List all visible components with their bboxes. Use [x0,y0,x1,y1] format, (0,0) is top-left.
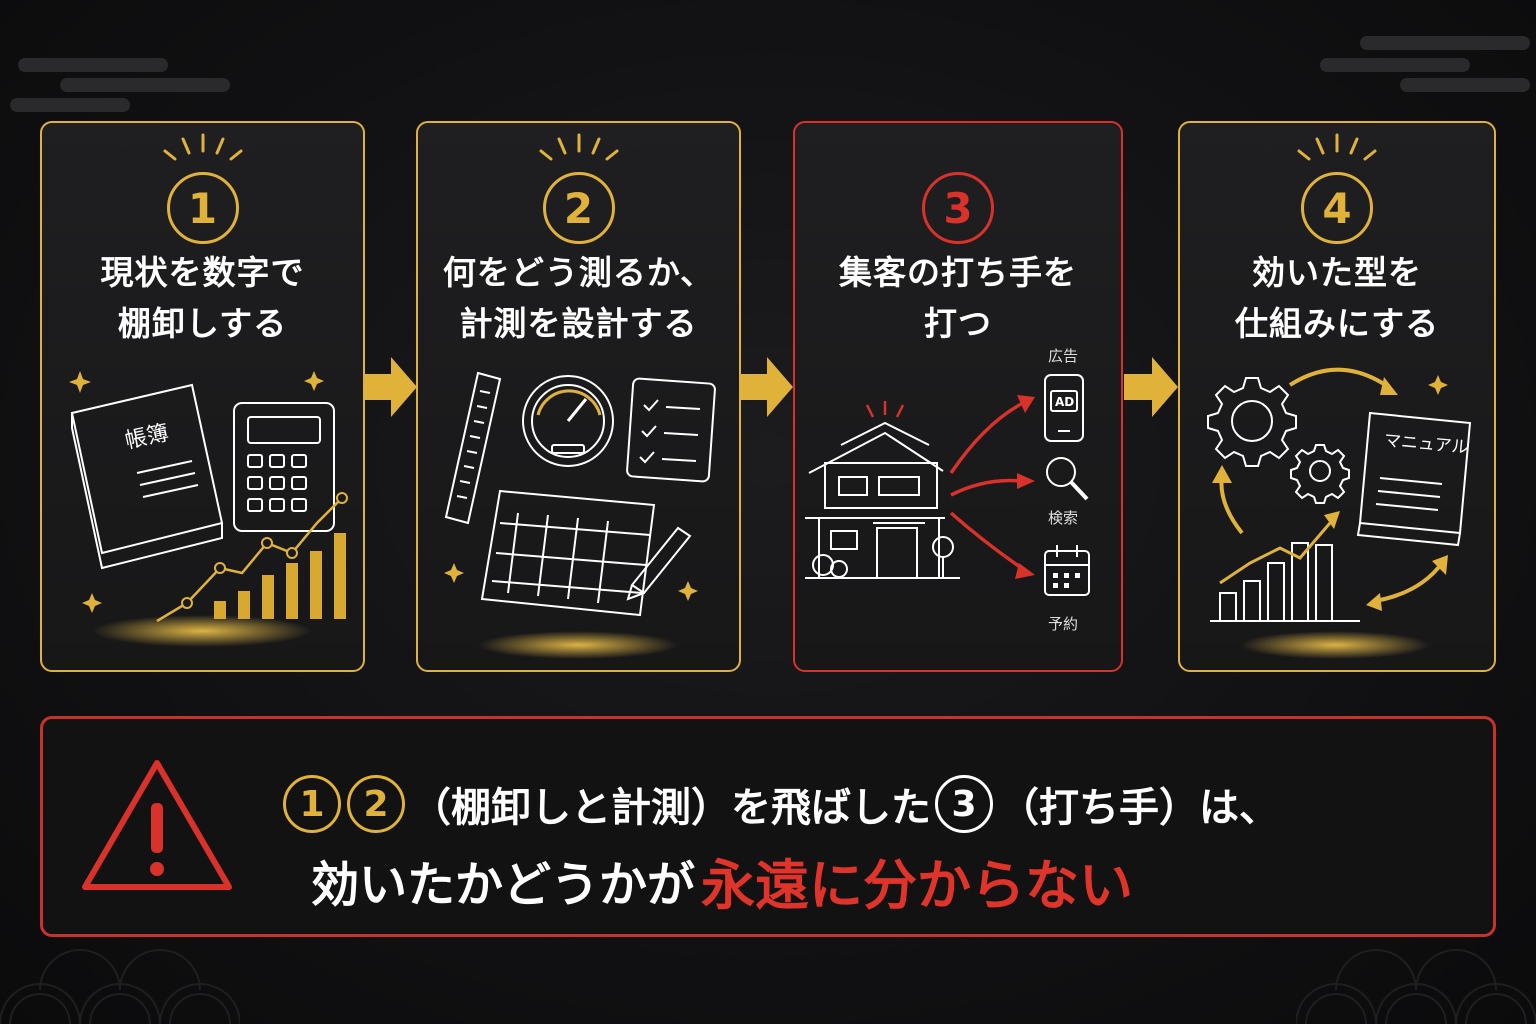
gear-icon [1207,377,1350,504]
wave-pattern-left [0,949,240,1024]
ledger-icon [70,383,224,570]
arrow-right-icon [1124,357,1178,417]
ruler-icon [444,371,502,525]
step-title-4: 効いた型を仕組みにする [1234,253,1440,343]
arrow-right-icon [741,357,793,417]
step-ref-3: 3 [935,775,993,833]
cloud-decoration-right [1320,36,1530,92]
house-icon [805,401,960,579]
gauge-icon [522,375,614,467]
ad-label: AD [1055,395,1074,409]
channel-label-ad: 広告 [1048,347,1079,365]
wave-pattern-right [1296,949,1536,1024]
step-ref-2: 2 [347,775,405,833]
step-ref-1: 1 [283,775,341,833]
step-card-3: 3 集客の打ち手を打つ [793,121,1123,672]
bar-chart-icon [1210,542,1360,622]
calendar-icon [1044,545,1090,596]
ad-phone-icon [1044,374,1084,442]
step-card-1: 1 現状を数字で棚卸しする 帳簿 [40,121,365,672]
step-card-4: 4 効いた型を仕組みにする [1178,121,1496,672]
step-1-illustration: 帳簿 [69,371,348,647]
step-number-4: 4 [1301,172,1373,244]
warning-banner: 1 2 （棚卸しと計測）を飛ばした 3 （打ち手）は、 効いたかどうかが 永遠に… [40,716,1496,937]
step-number-2: 2 [542,172,615,244]
step-title-2: 何をどう測るか、計測を設計する [442,253,715,343]
warning-icon [82,760,232,890]
step-3-illustration: AD [805,374,1090,596]
blueprint-icon [480,489,656,617]
calculator-icon [233,402,335,532]
glow-rays-icon [539,133,618,161]
pencil-icon [626,526,692,601]
cloud-decoration-left [10,58,230,112]
warning-line-2: 効いたかどうかが 永遠に分からない [311,845,1133,917]
step-number-1: 1 [166,172,239,244]
checklist-icon [626,377,716,483]
glow-rays-icon [1297,133,1377,161]
channel-label-search: 検索 [1048,509,1079,527]
glow-rays-icon [163,133,242,161]
step-title-1: 現状を数字で棚卸しする [100,253,305,343]
step-2-illustration [444,371,716,659]
step-number-3: 3 [922,172,994,244]
warning-text-white: 効いたかどうかが [311,857,696,913]
warning-text-b: （打ち手）は、 [999,785,1279,831]
warning-text-red: 永遠に分からない [701,853,1134,917]
manual-icon [1356,411,1472,547]
warning-text-a: （棚卸しと計測）を飛ばした [411,785,931,831]
manual-label: マニュアル [1383,431,1469,458]
bar-chart-icon [214,533,346,619]
channel-label-reservation: 予約 [1048,615,1079,633]
step-4-illustration: マニュアル [1207,367,1472,659]
step-card-2: 2 何をどう測るか、計測を設計する [416,121,741,672]
warning-line-1: 1 2 （棚卸しと計測）を飛ばした 3 （打ち手）は、 [283,771,1279,837]
search-icon [1046,457,1089,501]
arrow-right-icon [365,357,417,417]
ledger-label: 帳簿 [123,421,171,455]
step-title-3: 集客の打ち手を打つ [839,253,1077,343]
